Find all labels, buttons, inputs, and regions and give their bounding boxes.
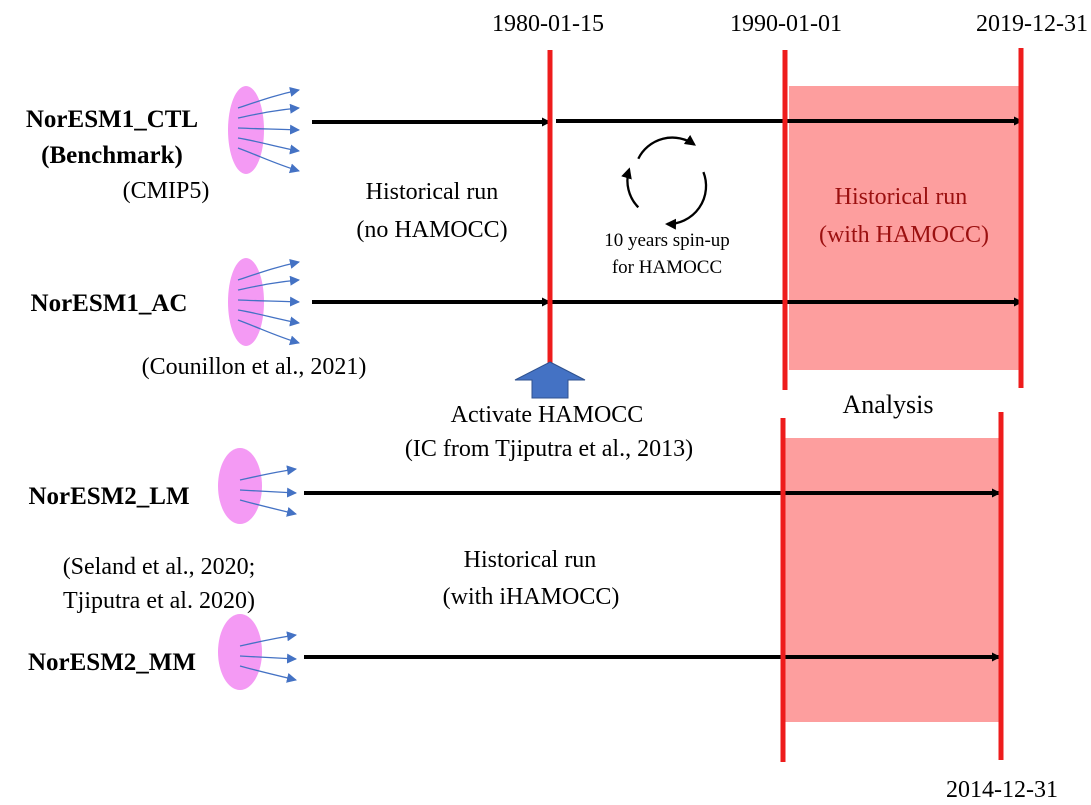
label-hist-with-hamocc-line2: (with HAMOCC) — [819, 222, 989, 248]
label-hist-no-hamocc-line2: (no HAMOCC) — [356, 217, 507, 243]
label-activate-line1: Activate HAMOCC — [451, 402, 644, 428]
model-name-ac: NorESM1_AC — [31, 290, 188, 317]
label-spinup-line1: 10 years spin-up — [604, 230, 730, 251]
analysis-region-noresm1 — [789, 86, 1020, 370]
ensemble-icon-ctl — [228, 86, 300, 174]
label-hist-ihamocc-line1: Historical run — [464, 547, 597, 573]
model-ref-lm-line1: (Seland et al., 2020; — [63, 554, 256, 580]
model-ref-ac: (Counillon et al., 2021) — [142, 354, 367, 380]
ensemble-icon-ac — [228, 258, 300, 346]
activate-up-arrow — [514, 361, 586, 399]
label-activate-line2: (IC from Tjiputra et al., 2013) — [405, 436, 693, 462]
model-tag-benchmark: (Benchmark) — [41, 142, 183, 169]
label-analysis: Analysis — [843, 390, 934, 419]
date-2014: 2014-12-31 — [946, 777, 1058, 803]
analysis-region-noresm2 — [783, 438, 1000, 722]
ensemble-icon-mm — [218, 614, 297, 690]
date-1990: 1990-01-01 — [730, 11, 842, 37]
label-hist-with-hamocc-line1: Historical run — [835, 184, 968, 210]
date-2019: 2019-12-31 — [976, 11, 1088, 37]
model-ref-ctl: (CMIP5) — [123, 178, 210, 204]
model-name-lm: NorESM2_LM — [28, 483, 189, 510]
model-ref-lm-line2: Tjiputra et al. 2020) — [63, 588, 255, 614]
model-name-mm: NorESM2_MM — [28, 649, 196, 676]
date-1980: 1980-01-15 — [492, 11, 604, 37]
label-hist-ihamocc-line2: (with iHAMOCC) — [443, 584, 620, 610]
label-hist-no-hamocc-line1: Historical run — [366, 179, 499, 205]
spinup-cycle-icon — [621, 134, 708, 230]
model-name-ctl: NorESM1_CTL — [26, 106, 198, 133]
ensemble-icon-lm — [218, 448, 297, 524]
label-spinup-line2: for HAMOCC — [612, 257, 722, 278]
